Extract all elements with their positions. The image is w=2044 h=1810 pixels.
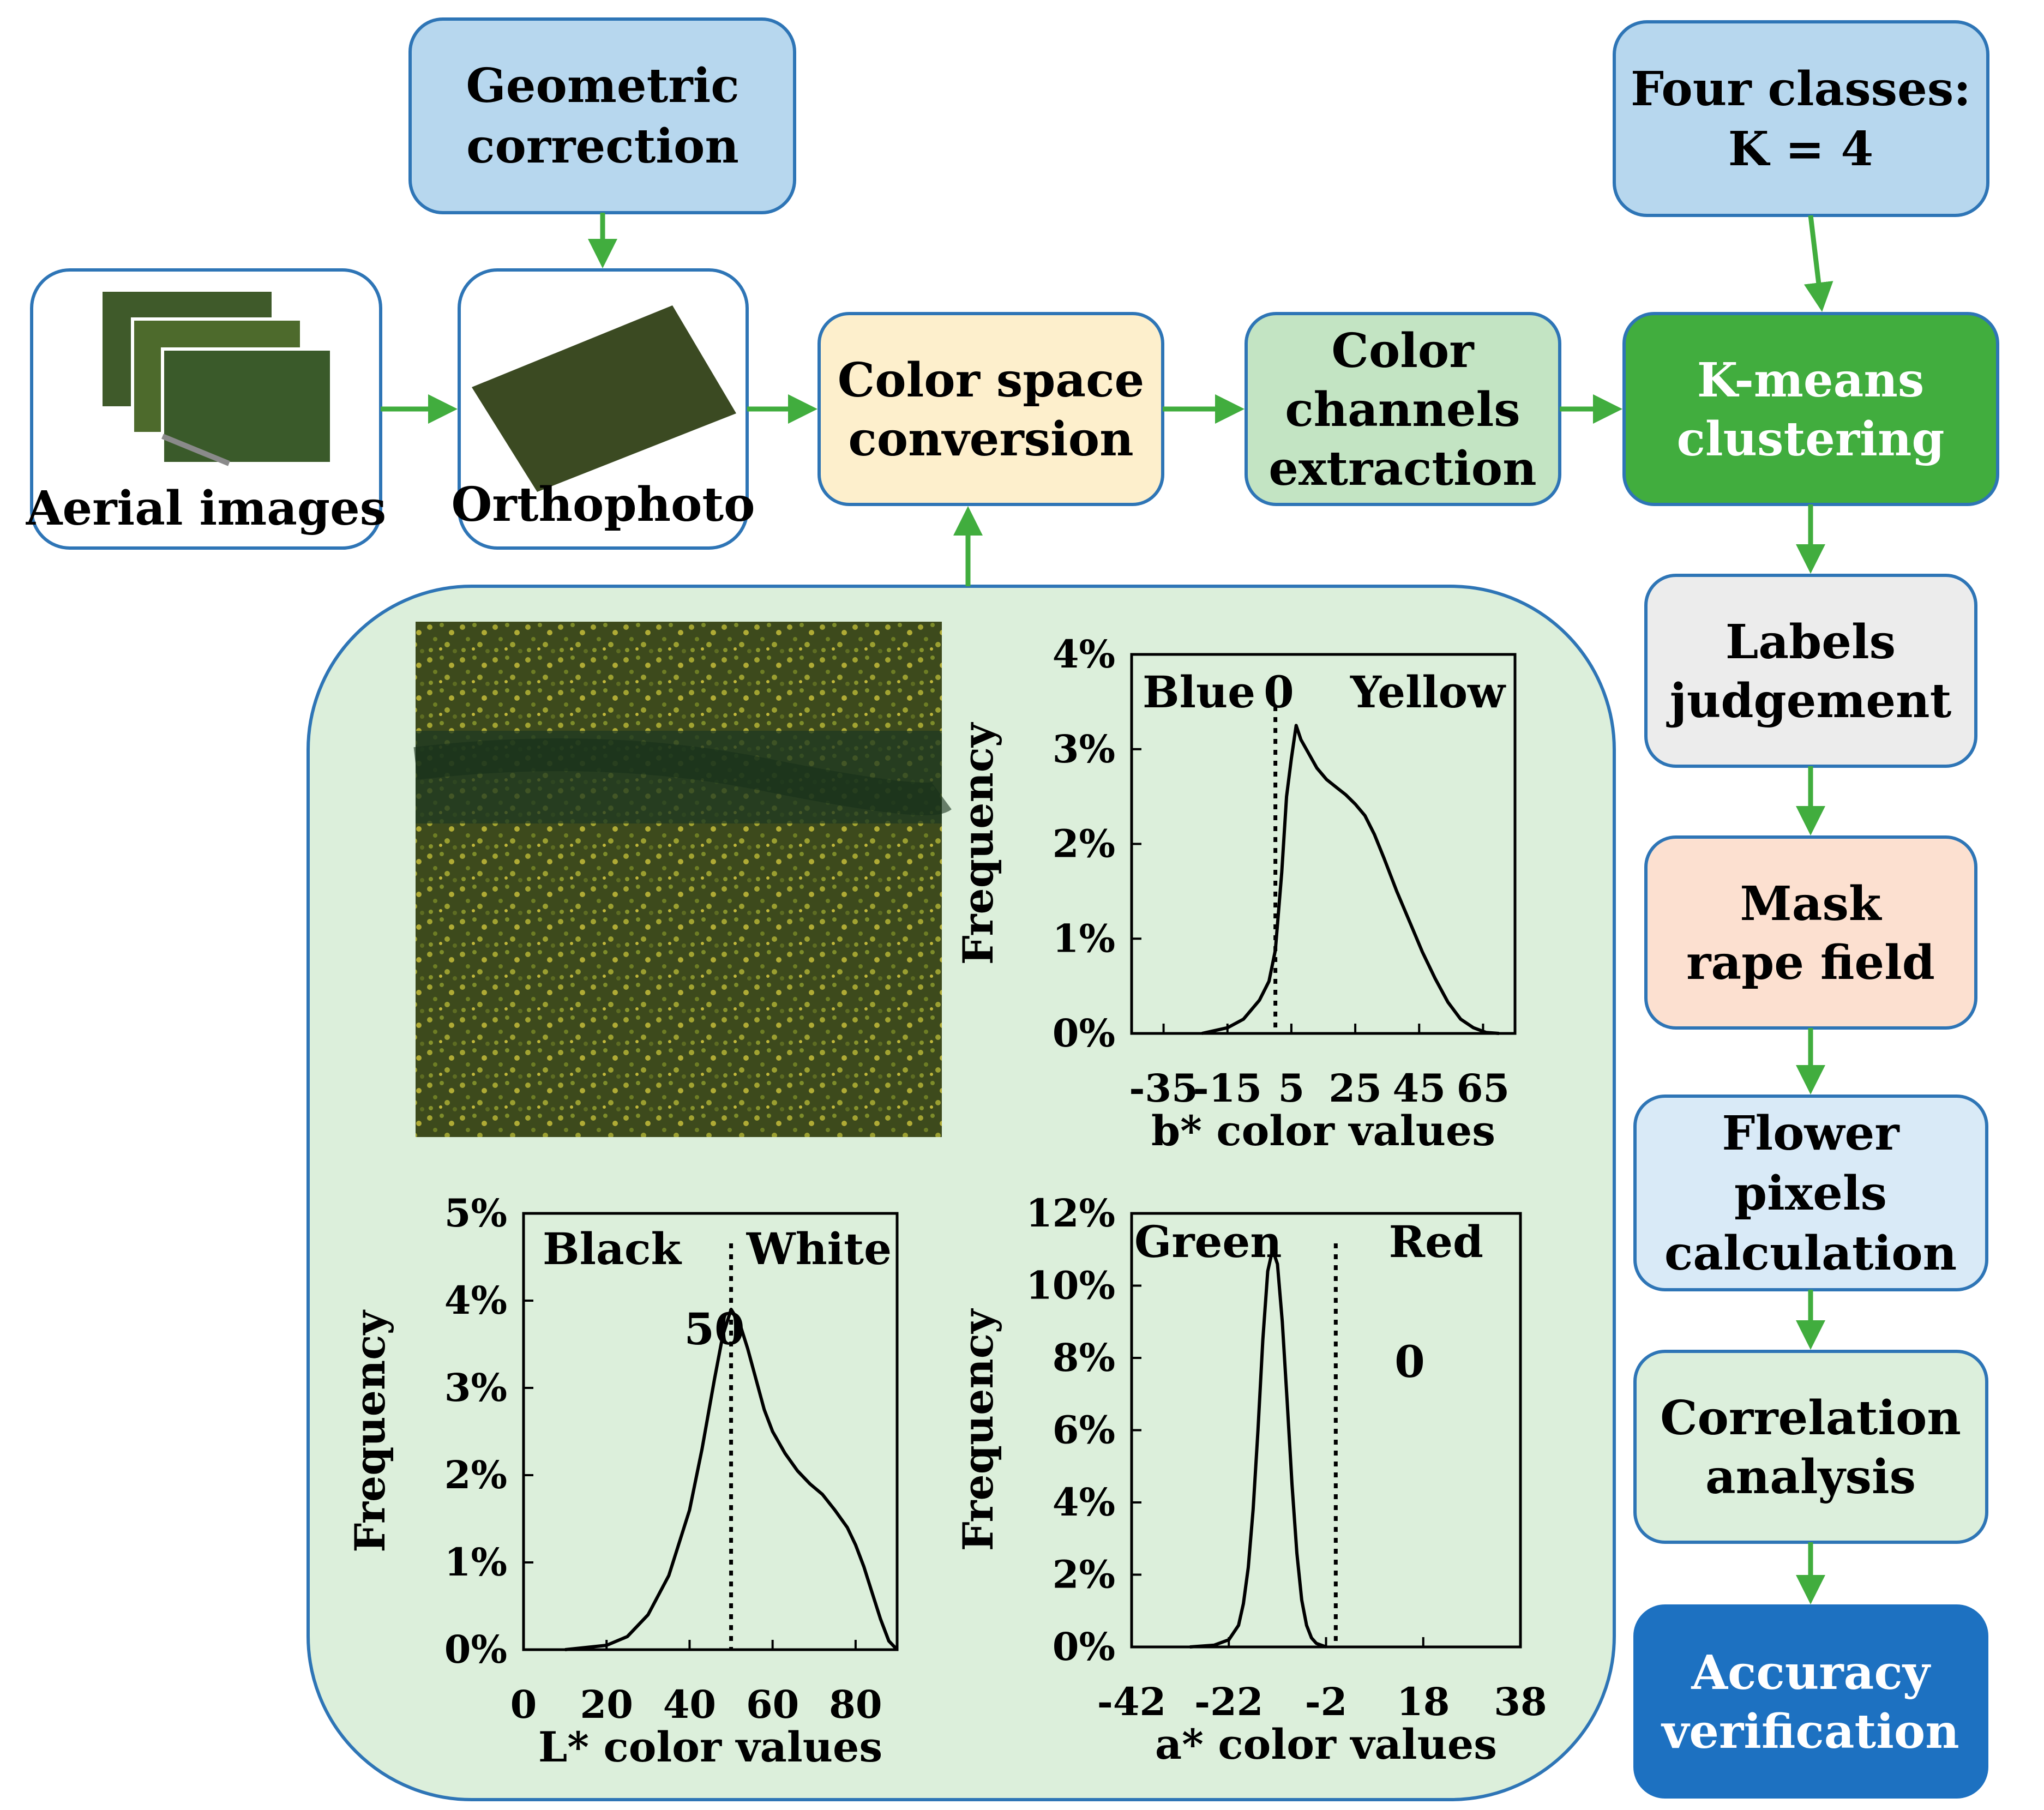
y-tick-label: 10% <box>1026 1263 1115 1308</box>
x-tick-label: 25 <box>1328 1066 1381 1111</box>
node-orthophoto: Orthophoto <box>452 268 755 550</box>
region-label-green: Green <box>1134 1216 1282 1267</box>
region-label-white: White <box>746 1223 892 1274</box>
accuracy-line-1: Accuracy <box>1691 1645 1931 1700</box>
flower-line-2: pixels <box>1734 1166 1887 1221</box>
x-tick-label: -22 <box>1194 1679 1263 1724</box>
arrow-fourclasses-to-kmeans <box>1803 215 1833 312</box>
reference-label: 0 <box>1394 1336 1425 1387</box>
node-color-space-conversion: Color space conversion <box>817 312 1164 506</box>
x-axis-title: L* color values <box>538 1723 882 1771</box>
kmeans-line-1: K-means <box>1697 353 1925 408</box>
x-tick-label: 18 <box>1397 1679 1450 1724</box>
x-tick-label: -2 <box>1305 1679 1348 1724</box>
y-tick-label: 6% <box>1053 1408 1115 1453</box>
node-four-classes: Four classes: K = 4 <box>1613 20 1989 217</box>
y-tick-label: 4% <box>444 1278 507 1323</box>
rape-field-image <box>413 622 952 1137</box>
x-tick-label: -35 <box>1129 1066 1198 1111</box>
x-tick-label: 60 <box>746 1682 799 1727</box>
x-tick-label: 38 <box>1494 1679 1547 1724</box>
reference-label: 50 <box>684 1303 744 1355</box>
y-tick-label: 1% <box>444 1540 507 1585</box>
geometric-line-1: Geometric <box>466 58 739 113</box>
frequency-curve <box>1189 1248 1327 1649</box>
y-tick-label: 2% <box>1053 1552 1115 1597</box>
y-tick-label: 2% <box>444 1452 507 1498</box>
y-tick-label: 4% <box>1053 1480 1115 1525</box>
region-label-black: Black <box>543 1223 682 1274</box>
node-kmeans-clustering: K-means clustering <box>1622 312 1999 506</box>
labels-line-2: judgement <box>1666 674 1952 729</box>
labels-line-1: Labels <box>1726 615 1896 670</box>
x-tick-label: 0 <box>510 1682 537 1727</box>
frequency-curve <box>1201 724 1499 1035</box>
y-tick-label: 3% <box>444 1365 507 1410</box>
node-labels-judgement: Labels judgement <box>1644 574 1977 768</box>
geometric-line-2: correction <box>466 119 739 174</box>
channels-line-1: Color <box>1331 323 1475 378</box>
correlation-line-2: analysis <box>1705 1450 1916 1505</box>
y-tick-label: 5% <box>444 1190 507 1236</box>
colorspace-line-1: Color space <box>838 353 1144 408</box>
x-tick-label: 65 <box>1457 1066 1510 1111</box>
x-axis-title: a* color values <box>1155 1720 1497 1769</box>
orthophoto-label: Orthophoto <box>452 477 755 532</box>
y-tick-label: 8% <box>1053 1335 1115 1380</box>
node-correlation-analysis: Correlation analysis <box>1633 1350 1988 1544</box>
node-aerial-images: Aerial images <box>26 268 386 550</box>
flower-line-3: calculation <box>1664 1226 1957 1281</box>
y-tick-label: 3% <box>1053 726 1115 772</box>
node-accuracy-verification: Accuracy verification <box>1633 1604 1988 1799</box>
accuracy-line-2: verification <box>1661 1704 1959 1759</box>
x-axis-title: b* color values <box>1151 1107 1495 1155</box>
region-label-red: Red <box>1389 1216 1483 1267</box>
node-flower-pixels-calculation: Flower pixels calculation <box>1633 1095 1988 1291</box>
y-tick-label: 12% <box>1026 1190 1115 1236</box>
chart-a-histogram: 0% 2% 4% 6% 8% 10% 12% -42 -22 -2 18 38a* color val… <box>954 1190 1547 1769</box>
y-axis-title: Frequency <box>346 1309 394 1552</box>
reference-label: 0 <box>1264 666 1294 718</box>
plot-frame <box>522 1212 899 1651</box>
x-tick-label: 20 <box>580 1682 633 1727</box>
y-tick-label: 2% <box>1053 821 1115 867</box>
aerial-photo-stack-icon <box>103 292 333 466</box>
fourclasses-line-2: K = 4 <box>1728 122 1874 177</box>
x-tick-label: -42 <box>1097 1679 1166 1724</box>
mask-line-2: rape field <box>1686 935 1935 990</box>
x-tick-label: 5 <box>1278 1066 1305 1111</box>
frequency-curve <box>564 1308 899 1651</box>
y-tick-label: 1% <box>1053 916 1115 961</box>
channels-line-2: channels <box>1285 382 1520 437</box>
chart-l-histogram: 0% 1% 2% 3% 4% 5% 0 20 40 60 80L* color values Freq… <box>346 1190 899 1771</box>
y-tick-label: 0% <box>444 1627 507 1672</box>
colorspace-line-2: conversion <box>848 412 1133 467</box>
node-geometric-correction: Geometric correction <box>408 17 796 214</box>
flower-line-1: Flower <box>1722 1106 1900 1161</box>
x-tick-label: -15 <box>1193 1066 1262 1111</box>
y-tick-label: 4% <box>1053 632 1115 677</box>
orthophoto-thumbnail-icon <box>472 305 736 492</box>
node-color-channels-extraction: Color channels extraction <box>1245 312 1561 506</box>
x-tick-label: 80 <box>829 1682 882 1727</box>
x-tick-label: 45 <box>1393 1066 1446 1111</box>
y-axis-title: Frequency <box>954 1308 1002 1551</box>
y-axis-title: Frequency <box>954 722 1002 965</box>
node-mask-rape-field: Mask rape field <box>1644 835 1977 1030</box>
y-tick-label: 0% <box>1053 1624 1115 1669</box>
x-tick-label: 40 <box>663 1682 716 1727</box>
fourclasses-line-1: Four classes: <box>1631 62 1971 117</box>
kmeans-line-2: clustering <box>1676 412 1944 467</box>
mask-line-1: Mask <box>1740 876 1883 931</box>
y-tick-label: 0% <box>1053 1011 1115 1056</box>
correlation-line-1: Correlation <box>1660 1391 1961 1446</box>
channels-line-3: extraction <box>1269 441 1536 496</box>
aerial-images-label: Aerial images <box>26 481 386 536</box>
region-label-yellow: Yellow <box>1350 666 1506 718</box>
region-label-blue: Blue <box>1143 666 1255 718</box>
